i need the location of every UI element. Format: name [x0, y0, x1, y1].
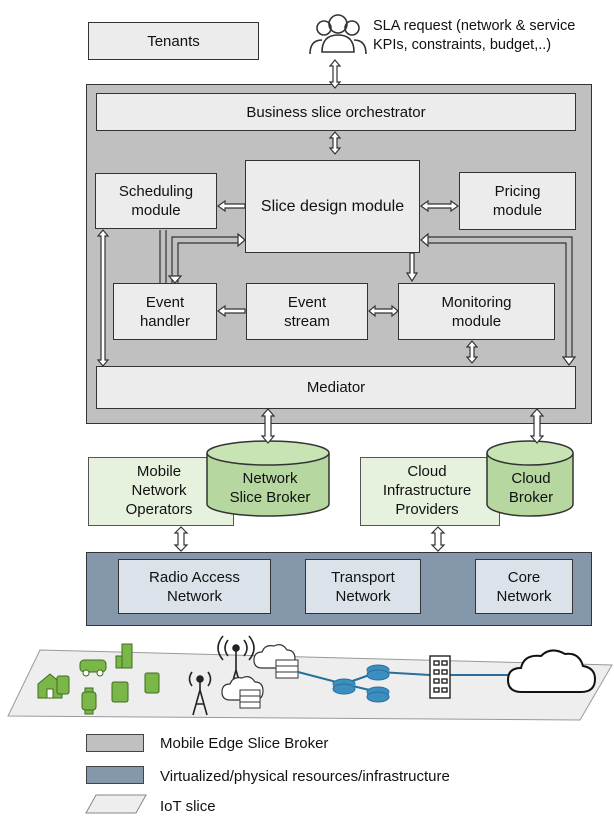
scheduling-module: Scheduling module — [95, 173, 217, 229]
core-network: Core Network — [475, 559, 573, 614]
slice-design-module: Slice design module — [245, 160, 420, 253]
arrow-cip-infra — [430, 526, 446, 552]
pricing-module: Pricing module — [459, 172, 576, 230]
event-handler: Event handler — [113, 283, 217, 340]
car-icon — [79, 659, 107, 677]
business-slice-orchestrator: Business slice orchestrator — [96, 93, 576, 131]
smartwatch-icon — [81, 687, 97, 715]
legend-swatch-infrastructure — [86, 766, 144, 784]
tenants-box: Tenants — [88, 22, 259, 60]
infrastructure-area: Radio Access Network Transport Network C… — [86, 552, 592, 626]
cloud-broker-label: Cloud Broker — [508, 470, 554, 506]
network-slice-broker-label: Network Slice Broker — [229, 470, 311, 506]
iot-slice-plane — [7, 649, 613, 721]
legend-label-iot: IoT slice — [160, 798, 216, 815]
legend-label-broker: Mobile Edge Slice Broker — [160, 735, 329, 752]
event-stream: Event stream — [246, 283, 368, 340]
router-icon — [297, 664, 510, 703]
cloud-icon — [221, 644, 296, 701]
radio-access-network: Radio Access Network — [118, 559, 271, 614]
cell-tower-icon — [217, 635, 255, 699]
transport-network: Transport Network — [305, 559, 421, 614]
cloud-icon — [506, 649, 597, 693]
building-icon — [429, 655, 451, 699]
sla-request-text: SLA request (network & service KPIs, con… — [373, 18, 576, 53]
cloud-infrastructure-providers: Cloud Infrastructure Providers — [360, 457, 500, 526]
mobile-network-operators: Mobile Network Operators — [88, 457, 234, 526]
legend-swatch-broker — [86, 734, 144, 752]
mediator: Mediator — [96, 366, 576, 409]
tenants-label: Tenants — [147, 32, 200, 50]
server-icon — [239, 659, 299, 709]
device-icon — [56, 643, 160, 703]
monitoring-module: Monitoring module — [398, 283, 555, 340]
arrow-mno-ran — [173, 526, 189, 552]
cell-tower-icon — [188, 671, 212, 716]
smart-home-icon — [37, 673, 63, 699]
legend-label-infrastructure: Virtualized/physical resources/infrastru… — [160, 768, 450, 785]
